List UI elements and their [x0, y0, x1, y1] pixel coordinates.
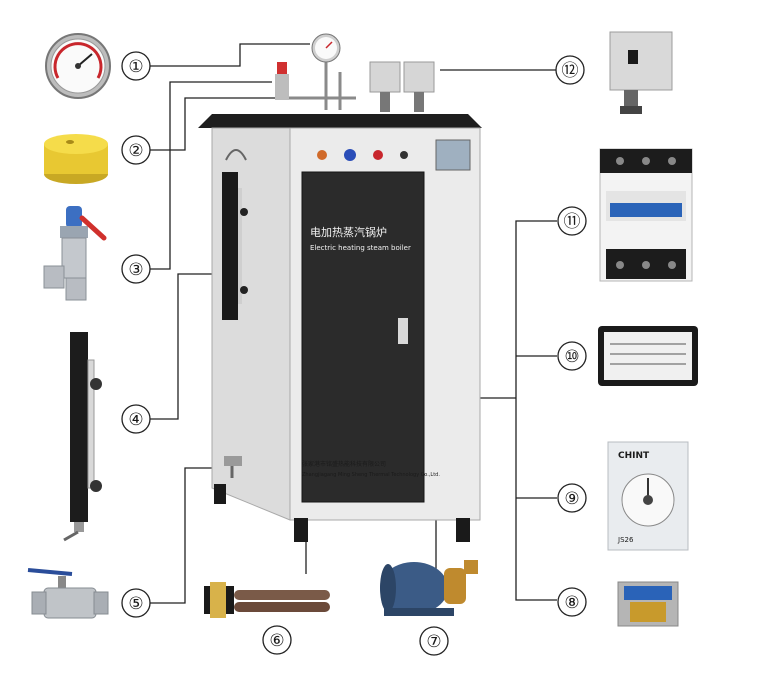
heating-element-part	[204, 582, 330, 618]
timer-relay-part: CHINT JS26	[607, 441, 689, 551]
callout-9-label: ⑨	[564, 489, 579, 509]
callout-1-label: ①	[128, 57, 143, 77]
callout-9: ⑨	[557, 483, 587, 513]
pressure-gauge-part	[45, 33, 111, 99]
callout-markers: ① ② ③ ④ ⑤ ⑥ ⑦ ⑧	[121, 51, 587, 656]
boiler-panel-title-cn: 电加热蒸汽锅炉	[310, 225, 387, 239]
callout-12-label: ⑫	[562, 61, 579, 81]
ball-valve-part	[27, 568, 109, 619]
callout-12: ⑫	[555, 55, 585, 85]
callout-4: ④	[121, 404, 151, 434]
top-pressure-switches	[369, 61, 435, 112]
leader-line-11	[515, 220, 557, 601]
callout-2-label: ②	[128, 141, 143, 161]
callout-4-label: ④	[128, 410, 143, 430]
leader-line-5	[150, 467, 226, 604]
safety-cap-part	[44, 134, 108, 184]
control-lights	[317, 149, 408, 161]
water-pump-part	[380, 560, 478, 616]
callout-5: ⑤	[121, 588, 151, 618]
callout-7-label: ⑦	[426, 632, 441, 652]
callout-8-label: ⑧	[564, 593, 579, 613]
leader-line-1	[150, 43, 310, 67]
safety-valve-part	[43, 206, 107, 301]
boiler-panel-title-en: Electric heating steam boiler	[310, 244, 411, 252]
callout-5-label: ⑤	[128, 594, 143, 614]
callout-1: ①	[121, 51, 151, 81]
top-pipework	[286, 62, 356, 110]
contactor-part	[599, 148, 693, 282]
callout-10-label: ⑩	[564, 347, 579, 367]
callout-10: ⑩	[557, 341, 587, 371]
callout-2: ②	[121, 135, 151, 165]
water-level-gauge-part	[63, 332, 102, 542]
callout-11: ⑪	[557, 206, 587, 236]
timer-model-label: JS26	[617, 536, 634, 544]
callout-11-label: ⑪	[564, 212, 581, 232]
callout-6-label: ⑥	[269, 631, 284, 651]
callout-7: ⑦	[419, 626, 449, 656]
top-safety-valve	[275, 62, 289, 100]
transformer-part	[617, 581, 679, 627]
steam-boiler: 电加热蒸汽锅炉 Electric heating steam boiler 张家…	[198, 33, 482, 542]
boiler-company-cn: 张家港市铭盛热能科技有限公司	[302, 460, 386, 468]
callout-8: ⑧	[557, 587, 587, 617]
boiler-company-en: Zhangjiagang Ming Sheng Thermal Technolo…	[302, 472, 440, 478]
leader-line-4	[150, 273, 224, 420]
leader-lines	[150, 43, 557, 604]
callout-3-label: ③	[128, 260, 143, 280]
top-gauge	[311, 33, 341, 63]
leader-line-2	[150, 97, 282, 151]
pressure-controller-part	[609, 31, 673, 114]
callout-3: ③	[121, 254, 151, 284]
level-controller-part	[598, 326, 698, 386]
callout-6: ⑥	[262, 625, 292, 655]
leader-line-3	[150, 81, 272, 270]
timer-brand-label: CHINT	[618, 451, 650, 461]
